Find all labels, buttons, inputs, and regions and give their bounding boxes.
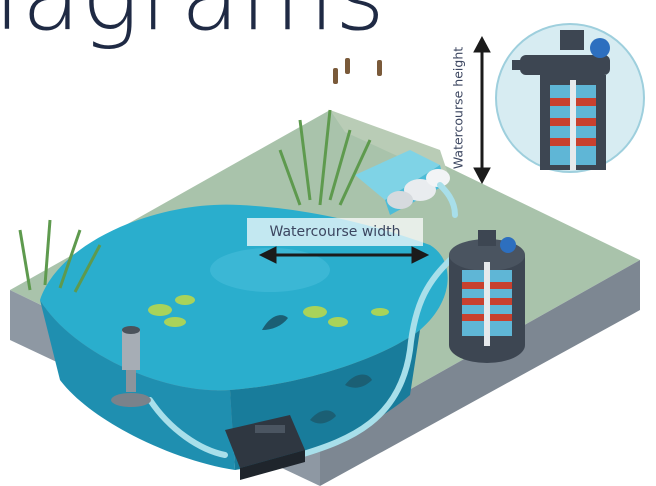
watercourse-stream	[355, 150, 450, 215]
koi-fish-icon	[262, 315, 372, 424]
hose	[147, 182, 458, 458]
watercourse-height-arrow	[473, 35, 491, 185]
watercourse-width-label: Watercourse width	[269, 224, 401, 240]
fountain-nozzle-icon	[111, 326, 151, 407]
reed-plant-icon	[18, 109, 372, 293]
watercourse-height-label: Watercourse height	[450, 46, 466, 170]
watercourse-width-arrow	[258, 246, 430, 264]
page-title: iagrams	[0, 0, 386, 44]
filter-detail-zoom	[495, 23, 645, 173]
pond-pump-icon	[225, 415, 305, 480]
cattail-icon	[333, 58, 382, 84]
lily-pad-icon	[148, 295, 389, 327]
watercourse-width-label-box: Watercourse width	[247, 218, 423, 246]
pressure-filter-icon	[449, 230, 525, 363]
